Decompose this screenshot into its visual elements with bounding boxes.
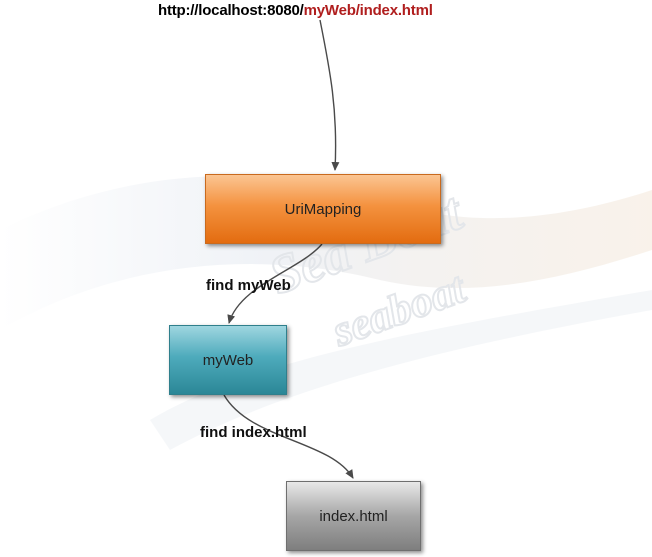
url-highlight: myWeb/index.html bbox=[303, 2, 433, 19]
indexhtml-label: index.html bbox=[319, 507, 388, 525]
urimapping-label: UriMapping bbox=[284, 200, 362, 218]
request-url: http://localhost:8080/myWeb/index.html bbox=[158, 2, 433, 19]
url-prefix: http://localhost:8080/ bbox=[158, 2, 304, 19]
watermark-swoosh-lower bbox=[150, 290, 652, 450]
watermark-swoosh bbox=[0, 176, 652, 330]
edge-label-find-index: find index.html bbox=[200, 424, 307, 441]
indexhtml-node: index.html bbox=[286, 481, 421, 551]
edge-label-find-myweb: find myWeb bbox=[206, 277, 291, 294]
myweb-node: myWeb bbox=[169, 325, 287, 395]
connector-myweb-to-indexhtml bbox=[223, 394, 354, 479]
urimapping-node: UriMapping bbox=[205, 174, 441, 244]
connector-urimapping-to-myweb bbox=[227, 243, 323, 324]
connector-url-to-urimapping bbox=[319, 19, 340, 171]
myweb-label: myWeb bbox=[202, 351, 254, 369]
